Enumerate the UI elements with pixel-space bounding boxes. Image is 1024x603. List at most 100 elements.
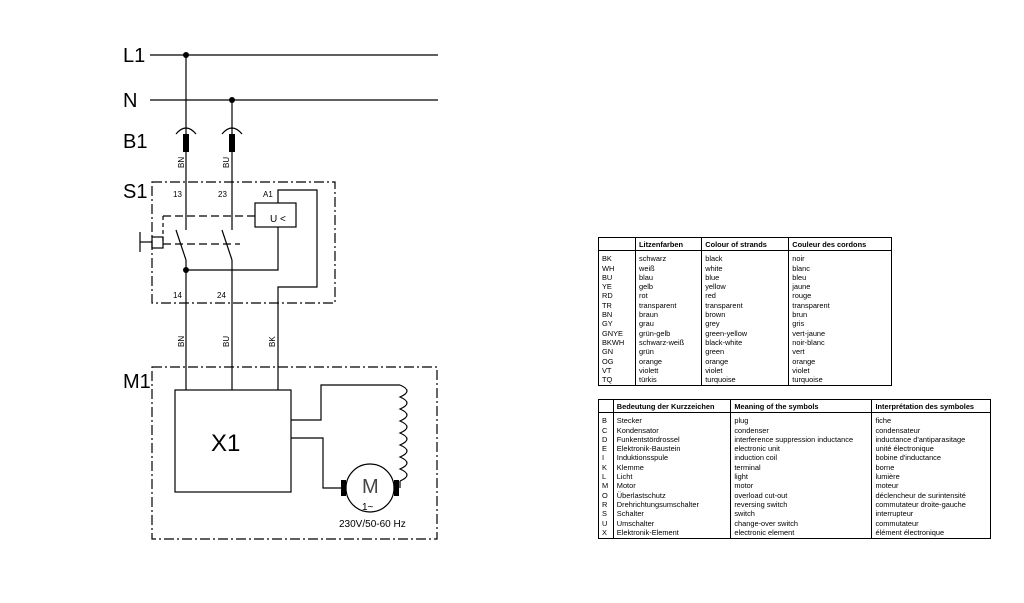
colour-table-header-2: Colour of strands [701,237,789,252]
motor-brush-left [341,480,346,496]
symbol-table-cell: unité électronique [871,444,991,454]
motor-phase-symbol: 1~ [362,502,374,513]
plug-pin-left [183,134,189,152]
s1-enclosure [151,181,336,304]
symbol-table-cell: switch [730,509,872,519]
symbol-table-cell: motor [730,481,872,491]
symbol-table-cell: déclencheur de surintensité [871,490,991,500]
symbol-table-header-3: Interprétation des symboles [871,399,991,414]
symbol-table-cell: commutateur droite-gauche [871,499,991,510]
symbol-table-cell: moteur [871,481,991,491]
terminal-23: 23 [218,190,227,199]
colour-table-cell: bleu [788,272,892,283]
colour-table-cell: transparent [701,300,789,311]
wire-label-bu-bottom: BU [222,336,231,347]
colour-table-cell: schwarz-weiß [635,337,702,348]
symbol-table-cell: I [602,453,605,463]
symbol-table-cell: bobine d'inductance [871,453,991,463]
symbol-table-cell: fiche [871,412,991,426]
symbol-table-cell: R [602,499,608,509]
field-wire-upper [291,384,400,421]
terminal-13: 13 [173,190,182,199]
colour-table-header-1: Litzenfarben [635,237,702,252]
wire-relay-return [186,227,279,271]
symbol-table-cell: Motor [612,481,731,491]
colour-table-cell: GN [602,347,614,357]
symbol-table-cell: Kondensator [612,425,731,435]
symbol-table-cell: Umschalter [612,518,731,528]
symbol-table-cell: O [602,490,608,500]
relay-coil-box [254,202,297,228]
symbol-table-cell: X [602,527,607,537]
colour-table-cell: vert-jaune [788,328,892,338]
colour-table-cell: transparent [788,300,892,311]
colour-table-cell: braun [635,310,702,320]
symbol-table-cell: Induktionsspule [612,453,731,463]
colour-table-cell: weiß [635,263,702,273]
symbol-table-cell: electronic unit [730,444,872,454]
colour-table-cell: white [701,263,789,273]
symbol-table-cell: condensateur [871,425,991,435]
wiring-schematic: L1 N B1 S1 M1 X1 BN BU BN BU BK 13 23 A1… [123,45,438,540]
colour-table-cell: RD [602,291,613,301]
motor-letter: M [362,476,379,498]
colour-table-cell: turquoise [788,375,892,386]
colour-table-cell: violett [635,365,702,376]
plug-pin-right [229,134,235,152]
x1-block [174,389,292,493]
colour-table-cell: orange [635,356,702,366]
symbol-table-cell: S [602,509,607,519]
symbol-table-cell: Funkentstördrossel [612,434,731,445]
wire-a1-loop [277,189,318,390]
motor-brush-right [394,480,399,496]
colour-table-cell: yellow [701,282,789,292]
motor-wire-left [291,437,343,489]
switch-blade-23-24 [221,229,233,261]
wire-label-bn-bottom: BN [177,336,186,347]
colour-table-cell: rouge [788,291,892,301]
symbol-table-cell: induction coil [730,453,872,463]
colour-table-cell: black [701,250,789,264]
colour-table-cell: blanc [788,263,892,273]
wire-label-bu-top: BU [222,157,231,168]
colour-table-cell: black-white [701,337,789,348]
colour-table-cell: blau [635,272,702,283]
terminal-24: 24 [217,291,226,300]
colour-table-cell: OG [602,356,614,366]
colour-table-cell: vert [788,347,892,357]
colour-table-cell: BU [602,272,613,282]
symbol-table-cell: overload cut-out [730,490,872,500]
colour-table-cell: GNYE [602,328,623,338]
symbol-table-cell: plug [730,412,872,426]
field-winding-coil [398,384,408,482]
colour-table-cell: BK [602,254,612,264]
symbol-table-cell: electronic element [730,527,872,539]
plug-socket-right [221,127,243,135]
colour-table-cell: grey [701,319,789,329]
motor-rating: 230V/50-60 Hz [339,519,406,530]
symbol-table-cell: commutateur [871,518,991,528]
actuator-box [151,236,164,249]
symbol-table-cell: Drehrichtungsumschalter [612,499,731,510]
colour-table-cell: violet [788,365,892,376]
symbol-table-header-1: Bedeutung der Kurzzeichen [612,399,731,414]
symbol-table-cell: C [602,425,608,435]
